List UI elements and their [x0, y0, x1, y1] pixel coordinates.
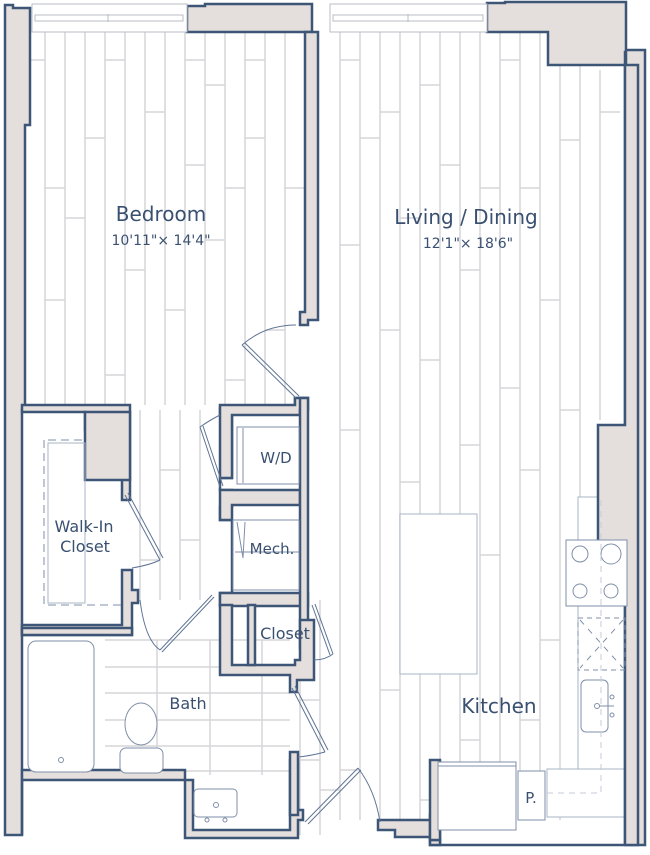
living-dining-label: Living / Dining — [394, 205, 538, 229]
pantry-label: P. — [525, 789, 537, 807]
bath-label: Bath — [169, 694, 207, 713]
mechanical-label: Mech. — [249, 540, 295, 558]
bedroom-label: Bedroom — [115, 202, 207, 226]
living-dining-dimensions: 12'1"× 18'6" — [422, 236, 514, 252]
walls — [3, 0, 647, 847]
windows — [31, 3, 488, 33]
doors — [124, 324, 381, 825]
fixtures — [27, 426, 628, 831]
walk-in-closet-label-line2: Closet — [60, 537, 110, 556]
closet-label: Closet — [260, 624, 310, 643]
walk-in-closet-label-line1: Walk-In — [54, 517, 114, 536]
wood-floor — [30, 30, 620, 835]
kitchen-label: Kitchen — [461, 694, 537, 718]
washer-dryer-label: W/D — [260, 449, 292, 467]
bedroom-dimensions: 10'11"× 14'4" — [111, 233, 211, 249]
